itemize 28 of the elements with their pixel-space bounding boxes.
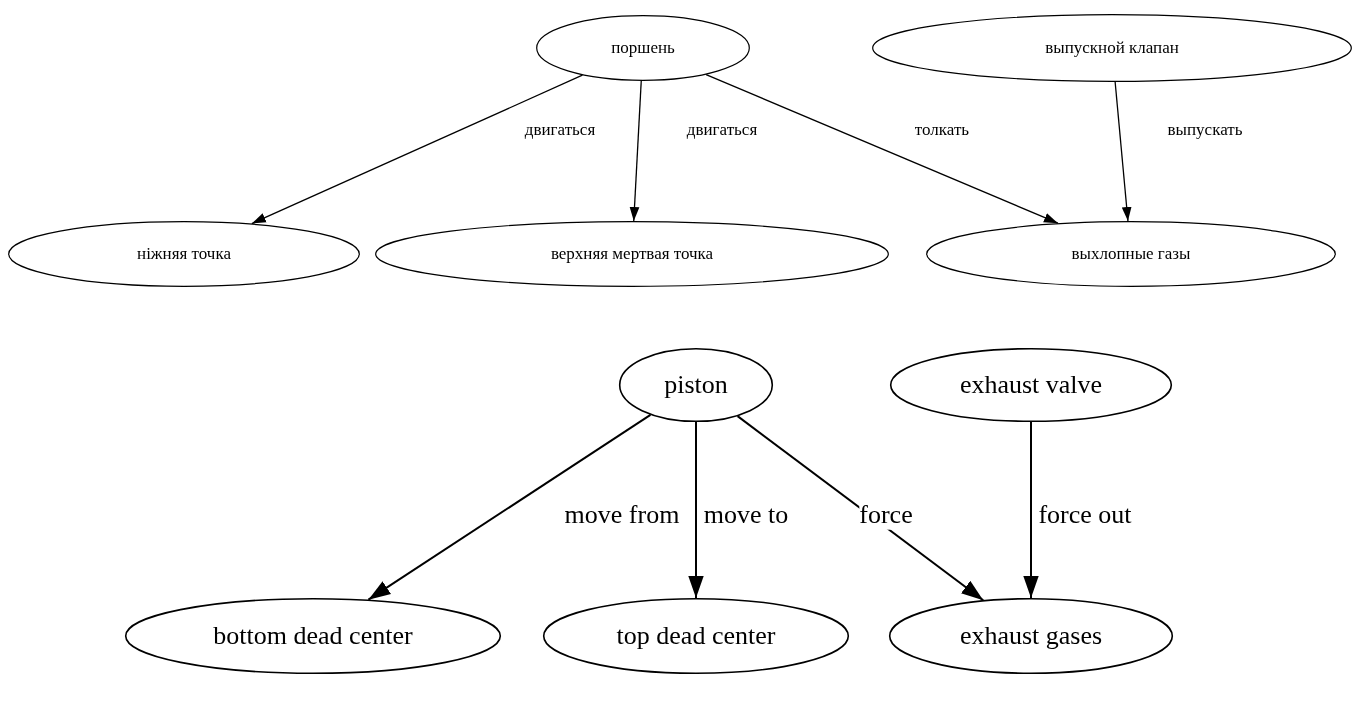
arrow	[1114, 81, 1132, 222]
node-label: top dead center	[616, 621, 776, 651]
ellipse-node	[375, 221, 889, 287]
node-label: bottom dead center	[213, 621, 413, 651]
node-label: выпускной клапан	[1045, 38, 1179, 58]
ellipse-node	[536, 15, 750, 81]
node-label: exhaust gases	[959, 621, 1103, 651]
node-label: piston	[664, 370, 728, 400]
node-label: поршень	[611, 38, 675, 58]
arrow	[251, 74, 584, 225]
ellipse-node	[890, 348, 1172, 422]
ellipse-node	[543, 598, 849, 674]
node-label: выхлопные газы	[1071, 244, 1191, 264]
ellipse-node	[619, 348, 773, 422]
ellipse-node	[926, 221, 1336, 287]
arrow	[1023, 421, 1039, 599]
arrow	[688, 421, 704, 599]
arrow	[367, 413, 652, 601]
ellipse-node	[889, 598, 1173, 674]
node-label: верхняя мертвая точка	[550, 244, 714, 264]
node-label: exhaust valve	[959, 370, 1103, 400]
arrow	[736, 415, 985, 602]
ellipse-node	[872, 14, 1352, 82]
ellipse-node	[125, 598, 501, 674]
node-label: ніжняя точка	[137, 244, 231, 264]
arrow	[629, 80, 642, 222]
ellipse-node	[8, 221, 360, 287]
arrow	[705, 74, 1059, 224]
